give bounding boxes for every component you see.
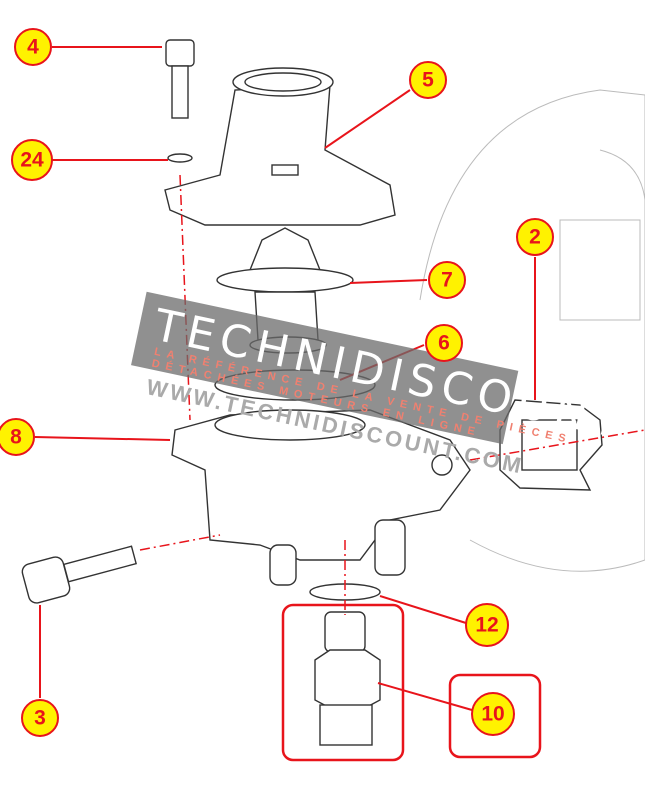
gasket-part-2: [499, 399, 603, 491]
label-highlight-box: [448, 673, 542, 759]
callout-2: 2: [516, 218, 554, 256]
temperature-sensor-part-10: [314, 611, 381, 746]
callout-7: 7: [428, 261, 466, 299]
callout-4: 4: [14, 28, 52, 66]
callout-3: 3: [21, 699, 59, 737]
svg-text:24: 24: [20, 149, 44, 172]
callout-8: 8: [0, 418, 35, 456]
callout-24: 24: [11, 139, 53, 181]
svg-text:10: 10: [481, 703, 504, 726]
sensor-highlight-box: [281, 603, 405, 762]
bolt-part-4: [165, 39, 195, 163]
housing-cover-part-5: [164, 67, 396, 226]
callout-10: 10: [471, 692, 515, 736]
svg-text:6: 6: [438, 332, 450, 355]
callout-5: 5: [409, 61, 447, 99]
axis-line: [179, 174, 191, 421]
svg-text:8: 8: [10, 426, 22, 449]
svg-text:3: 3: [34, 707, 46, 730]
svg-text:5: 5: [422, 69, 434, 92]
callout-12: 12: [465, 603, 509, 647]
svg-text:4: 4: [27, 36, 39, 59]
axis-line: [469, 429, 645, 461]
bolt-part-3: [21, 545, 137, 604]
svg-text:2: 2: [529, 226, 541, 249]
svg-text:7: 7: [441, 269, 453, 292]
axis-line: [139, 534, 221, 551]
engine-block-outline: [419, 89, 645, 572]
svg-text:12: 12: [475, 614, 498, 637]
callout-6: 6: [425, 324, 463, 362]
